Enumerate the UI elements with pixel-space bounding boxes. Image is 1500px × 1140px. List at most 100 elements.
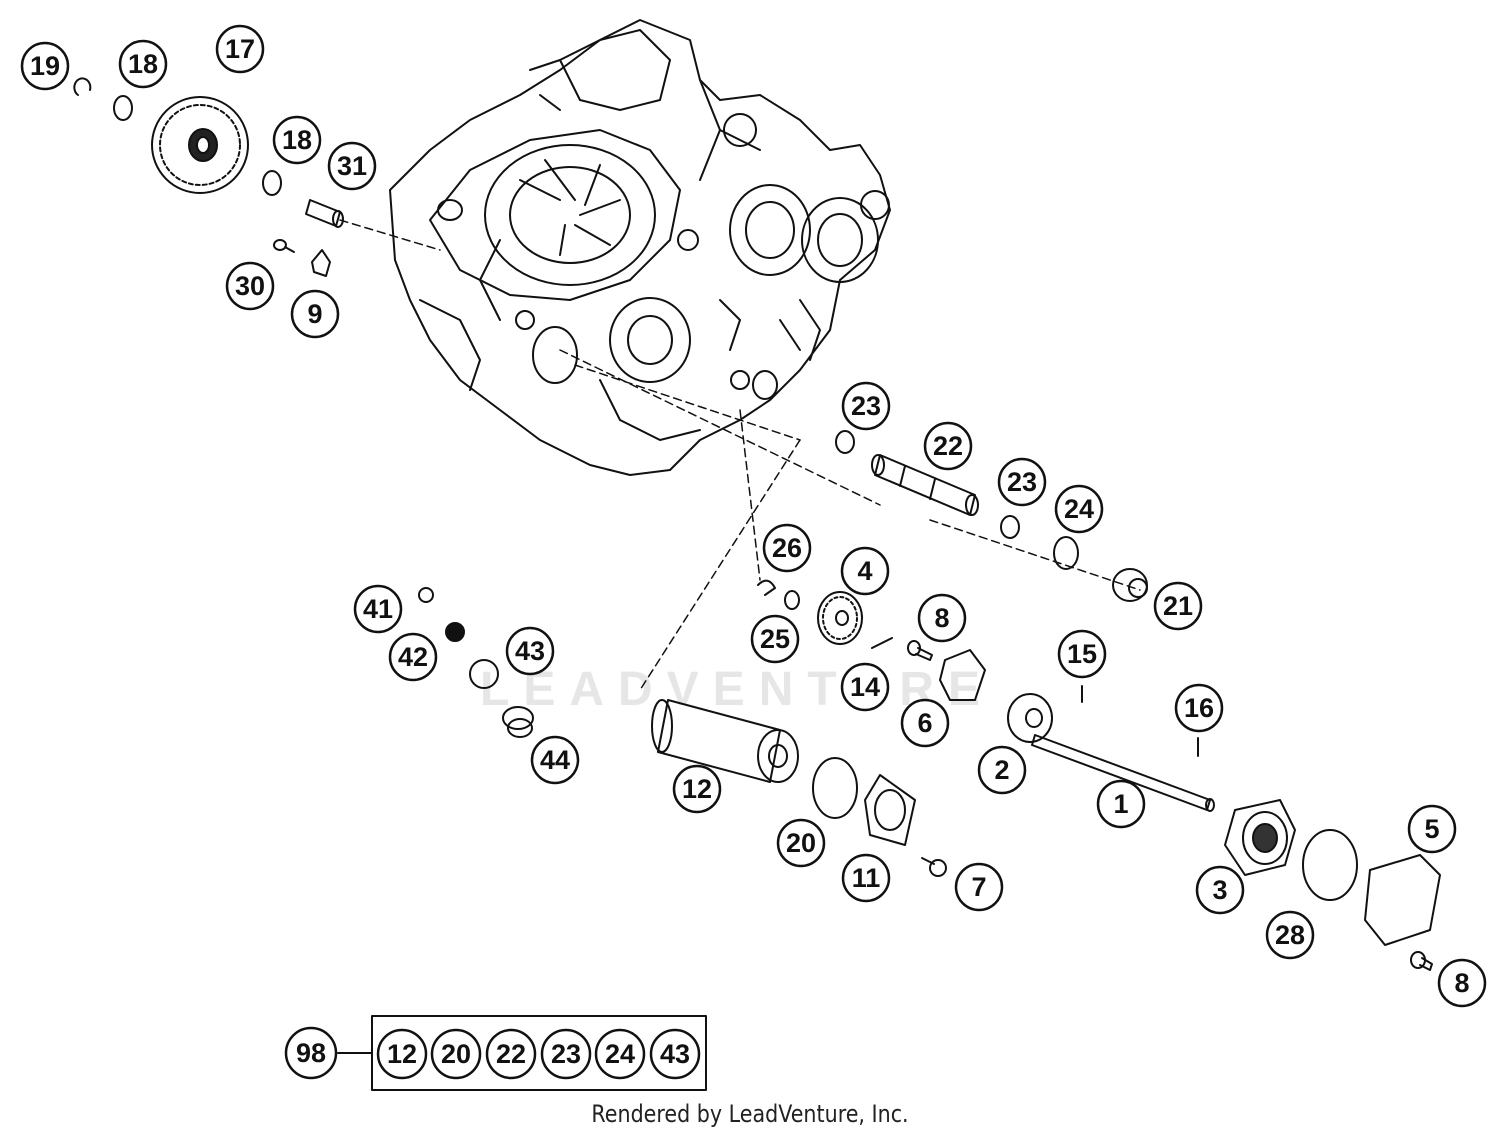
washer-25 (784, 590, 800, 610)
callout-9-label: 9 (307, 299, 322, 329)
washer-18-top (113, 95, 133, 121)
kit-item-43-label: 43 (660, 1039, 690, 1069)
footer-credit: Rendered by LeadVenture, Inc. (591, 1100, 909, 1128)
kit-callout-98 (284, 1026, 338, 1080)
callout-15 (1057, 629, 1107, 679)
o-ring-20 (812, 757, 858, 819)
bushing-31 (305, 199, 344, 228)
kit-item-22 (485, 1028, 537, 1080)
callout-22-label: 22 (933, 431, 963, 461)
callout-6-label: 6 (917, 708, 932, 738)
callout-21-label: 21 (1163, 591, 1193, 621)
callout-24-label: 24 (1064, 494, 1094, 524)
filter-cover-11 (864, 774, 916, 846)
callout-42-label: 42 (398, 642, 428, 672)
callout-41 (353, 584, 403, 634)
clip-26 (757, 579, 776, 596)
pump-rotor-2 (1007, 693, 1053, 743)
callout-4-label: 4 (857, 556, 872, 586)
callout-42 (388, 632, 438, 682)
o-ring-24 (1053, 536, 1079, 570)
callout-44-label: 44 (540, 745, 570, 775)
screw-8-top (907, 640, 933, 661)
pump-cover-5 (1364, 854, 1441, 946)
callout-9 (290, 289, 340, 339)
kit-item-20 (430, 1028, 482, 1080)
callout-5 (1407, 804, 1457, 854)
callout-41-label: 41 (363, 594, 393, 624)
plug-21 (1112, 568, 1148, 602)
callout-23-b (997, 457, 1047, 507)
callout-11-label: 11 (852, 863, 881, 893)
callout-23-a (841, 381, 891, 431)
callout-17 (215, 24, 265, 74)
callout-6 (900, 698, 950, 748)
cover-plate-6 (939, 649, 986, 701)
callout-5-label: 5 (1424, 814, 1439, 844)
callout-19-label: 19 (30, 51, 60, 81)
callout-25-label: 25 (760, 624, 790, 654)
kit-item-20-label: 20 (441, 1039, 471, 1069)
screw-8-bottom (1410, 951, 1433, 971)
callout-44 (530, 735, 580, 785)
kit-item-23 (540, 1028, 592, 1080)
callout-43-label: 43 (515, 636, 545, 666)
callout-30 (225, 261, 275, 311)
callout-7-label: 7 (971, 872, 986, 902)
callout-21 (1153, 581, 1203, 631)
kit-item-24 (594, 1028, 646, 1080)
o-ring-23 (1000, 515, 1020, 539)
callout-20-label: 20 (786, 828, 816, 858)
callout-14 (840, 662, 890, 712)
o-ring-23-top (835, 430, 855, 454)
kit-item-12 (376, 1028, 428, 1080)
callout-20 (776, 818, 826, 868)
kit-box (371, 1015, 707, 1091)
callout-19 (20, 41, 70, 91)
callout-23-b-label: 23 (1007, 467, 1037, 497)
callout-23-a-label: 23 (851, 391, 881, 421)
callout-8-a (917, 593, 967, 643)
pump-housing-3 (1224, 799, 1296, 876)
callout-4 (840, 546, 890, 596)
plug-44 (502, 706, 534, 738)
ball-41 (418, 587, 434, 603)
pin-14 (871, 637, 893, 649)
callout-18-b (272, 115, 322, 165)
washer-18 (262, 170, 282, 196)
callout-2 (977, 745, 1027, 795)
oil-tube-22 (871, 454, 979, 516)
callout-1 (1096, 779, 1146, 829)
callout-25 (750, 614, 800, 664)
kit-item-24-label: 24 (605, 1039, 635, 1069)
reference-lines (339, 219, 1141, 691)
callout-8-b-label: 8 (1454, 968, 1469, 998)
callout-18-a-label: 18 (128, 49, 158, 79)
callout-12 (672, 764, 722, 814)
callout-28 (1265, 910, 1315, 960)
callout-22 (923, 421, 973, 471)
callout-31-label: 31 (337, 151, 367, 181)
pump-gear-4 (817, 591, 863, 645)
lock-plate-9 (311, 249, 331, 277)
callout-14-label: 14 (850, 672, 880, 702)
callout-26-label: 26 (772, 533, 802, 563)
kit-item-43 (649, 1028, 701, 1080)
leadventure-watermark: LEADVENTURE (480, 663, 995, 716)
callout-12-label: 12 (682, 774, 712, 804)
callout-16-label: 16 (1184, 693, 1214, 723)
pump-shaft-1 (1031, 734, 1215, 812)
callout-43 (505, 626, 555, 676)
callout-18-a (118, 39, 168, 89)
callout-24 (1054, 484, 1104, 534)
oil-filter-12 (651, 699, 799, 783)
callout-3 (1195, 865, 1245, 915)
callout-8-a-label: 8 (934, 603, 949, 633)
screw-7 (921, 857, 947, 877)
screw-30 (273, 239, 295, 253)
callout-16 (1174, 683, 1224, 733)
callout-30-label: 30 (235, 271, 265, 301)
engine-crankcase (389, 19, 891, 476)
washer-43 (469, 659, 499, 689)
